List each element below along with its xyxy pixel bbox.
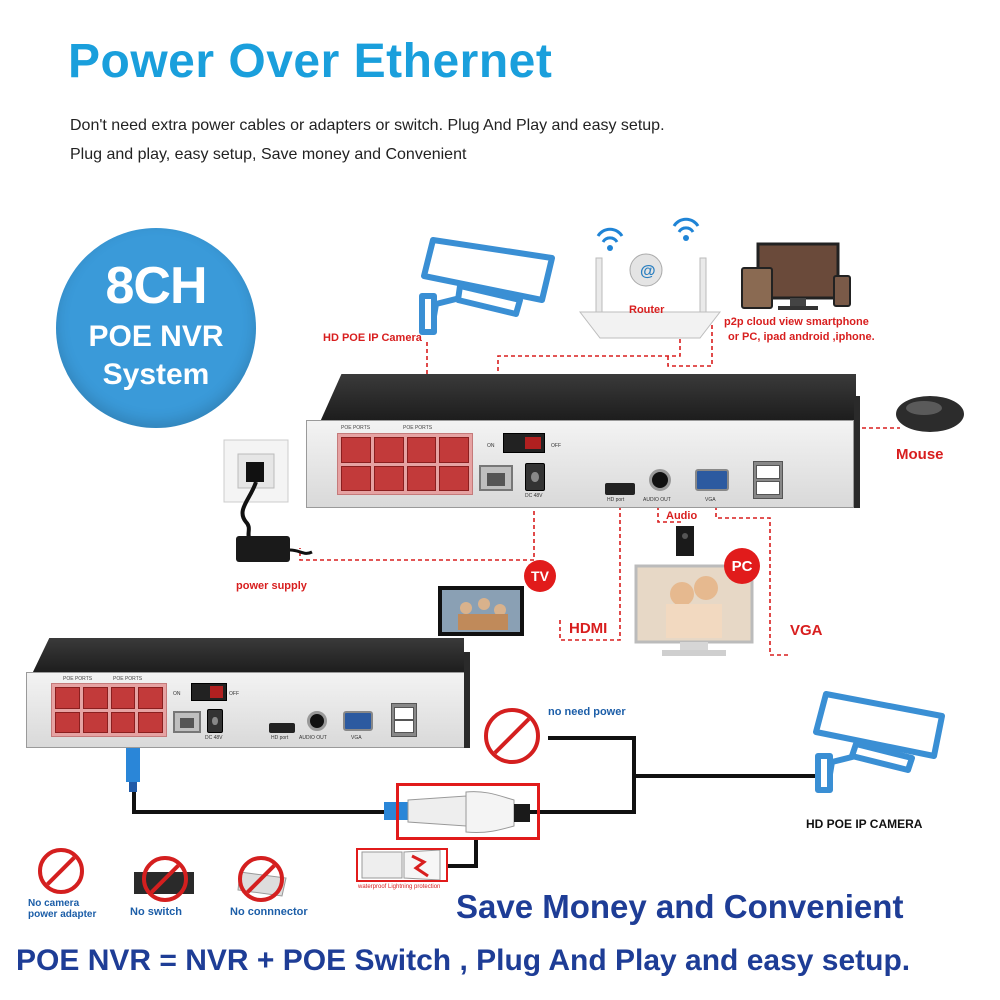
hdmi-port[interactable] bbox=[605, 483, 635, 495]
vga-caption: VGA bbox=[705, 497, 716, 503]
poe-port[interactable] bbox=[406, 437, 437, 463]
label-router: Router bbox=[629, 304, 665, 316]
poe-ports-caption-bottom-1: POE PORTS bbox=[63, 676, 93, 682]
badge-system: System bbox=[102, 358, 210, 391]
vga-caption-bottom: VGA bbox=[351, 735, 362, 741]
label-hdmi: HDMI bbox=[569, 620, 608, 637]
poe-port[interactable] bbox=[55, 687, 80, 709]
waterproof-highlight-box bbox=[356, 848, 448, 882]
subtitle-1: Don't need extra power cables or adapter… bbox=[70, 117, 665, 134]
poe-ports-caption-1: POE PORTS bbox=[341, 425, 371, 431]
audio-out-caption-bottom: AUDIO OUT bbox=[299, 735, 327, 741]
subtitle-2: Plug and play, easy setup, Save money an… bbox=[70, 146, 467, 163]
devices-icon bbox=[741, 242, 851, 310]
ethernet-cables bbox=[132, 736, 818, 868]
audio-port-bottom[interactable] bbox=[307, 711, 327, 731]
label-vga: VGA bbox=[790, 622, 823, 639]
poe-port[interactable] bbox=[406, 465, 437, 491]
poe-port[interactable] bbox=[341, 465, 371, 491]
wall-socket-icon bbox=[223, 439, 289, 503]
footer-line-1: Save Money and Convenient bbox=[456, 888, 904, 925]
power-switch[interactable] bbox=[503, 433, 545, 453]
poe-port[interactable] bbox=[439, 465, 469, 491]
no-adapter-icon bbox=[38, 848, 84, 894]
hd-port-caption-bottom: HD port bbox=[271, 735, 289, 741]
nvr-bottom-top-cover bbox=[32, 638, 464, 674]
waterproof-plug-small-icon bbox=[361, 849, 441, 881]
usb-ports[interactable] bbox=[753, 461, 783, 499]
nvr-system-badge: 8CH POE NVR System bbox=[56, 228, 256, 428]
hd-port-caption: HD port bbox=[607, 497, 625, 503]
lan-port[interactable] bbox=[479, 465, 513, 491]
poe-port[interactable] bbox=[341, 437, 371, 463]
speaker-icon bbox=[676, 526, 694, 556]
dc-caption-bottom: DC 48V bbox=[205, 735, 223, 741]
connector-highlight-box bbox=[396, 783, 540, 840]
label-no-adapter: No camera power adapter bbox=[28, 898, 97, 920]
poe-ports-bottom bbox=[51, 683, 167, 737]
nvr-top-cover bbox=[320, 374, 856, 422]
label-no-connector: No connnector bbox=[230, 906, 308, 918]
router-icon: @ bbox=[578, 217, 722, 339]
label-no-need-power: no need power bbox=[548, 706, 626, 718]
nvr-bottom-rear-panel: POE PORTS POE PORTS ON OFF DC 48V HD por… bbox=[26, 672, 466, 748]
ip-camera-icon-bottom bbox=[813, 691, 945, 793]
mouse-icon bbox=[896, 396, 964, 432]
label-no-switch: No switch bbox=[130, 906, 182, 918]
dc-power-port[interactable] bbox=[525, 463, 545, 491]
poe-port[interactable] bbox=[373, 437, 404, 463]
poe-port[interactable] bbox=[82, 687, 108, 709]
audio-out-caption: AUDIO OUT bbox=[643, 497, 671, 503]
poe-port[interactable] bbox=[138, 687, 163, 709]
poe-port[interactable] bbox=[138, 711, 163, 733]
label-power-supply: power supply bbox=[236, 580, 307, 592]
power-adapter-icon bbox=[236, 481, 313, 562]
power-switch-bottom[interactable] bbox=[191, 683, 227, 701]
on-caption: ON bbox=[487, 443, 495, 449]
off-caption-bottom: OFF bbox=[229, 691, 239, 697]
poe-ports-caption-bottom-2: POE PORTS bbox=[113, 676, 143, 682]
poe-port[interactable] bbox=[55, 711, 80, 733]
footer-line-2: POE NVR = NVR + POE Switch , Plug And Pl… bbox=[16, 944, 911, 977]
dc-caption: DC 48V bbox=[525, 493, 543, 499]
svg-text:@: @ bbox=[640, 263, 656, 280]
badge-poe-nvr: POE NVR bbox=[88, 320, 224, 353]
vga-port[interactable] bbox=[695, 469, 729, 491]
lan-port-bottom[interactable] bbox=[173, 711, 201, 733]
poe-ports-caption-2: POE PORTS bbox=[403, 425, 433, 431]
no-power-icon bbox=[484, 708, 540, 764]
nvr-bottom-side bbox=[464, 652, 470, 748]
dc-power-port-bottom[interactable] bbox=[207, 709, 223, 733]
poe-port[interactable] bbox=[110, 711, 136, 733]
poe-port[interactable] bbox=[373, 465, 404, 491]
poe-port[interactable] bbox=[439, 437, 469, 463]
pc-monitor-icon bbox=[634, 564, 754, 656]
tv-icon bbox=[438, 586, 524, 636]
badge-channels: 8CH bbox=[105, 257, 207, 315]
label-hd-poe-ip-camera: HD POE IP Camera bbox=[323, 332, 422, 344]
off-caption: OFF bbox=[551, 443, 561, 449]
usb-ports-bottom[interactable] bbox=[391, 703, 417, 737]
poe-port[interactable] bbox=[82, 711, 108, 733]
ip-camera-icon bbox=[419, 237, 555, 335]
no-switch-icon bbox=[142, 856, 188, 902]
label-p2p-2: or PC, ipad android ,iphone. bbox=[728, 331, 875, 343]
on-caption-bottom: ON bbox=[173, 691, 181, 697]
poe-port[interactable] bbox=[110, 687, 136, 709]
label-p2p-1: p2p cloud view smartphone bbox=[724, 316, 869, 328]
page-title: Power Over Ethernet bbox=[68, 35, 553, 88]
label-mouse: Mouse bbox=[896, 446, 944, 463]
tv-badge: TV bbox=[524, 560, 556, 592]
vga-port-bottom[interactable] bbox=[343, 711, 373, 731]
hdmi-port-bottom[interactable] bbox=[269, 723, 295, 733]
audio-port[interactable] bbox=[649, 469, 671, 491]
nvr-rear-panel: POE PORTS POE PORTS ON OFF DC 48V HD por… bbox=[306, 420, 854, 508]
label-waterproof: waterproof Lightning protection bbox=[358, 884, 441, 890]
label-hd-poe-ip-camera-bottom: HD POE IP CAMERA bbox=[806, 817, 923, 831]
poe-ports bbox=[337, 433, 473, 495]
label-audio: Audio bbox=[666, 510, 698, 522]
nvr-side bbox=[854, 396, 860, 508]
pc-badge: PC bbox=[724, 548, 760, 584]
no-connector-icon bbox=[238, 856, 284, 902]
